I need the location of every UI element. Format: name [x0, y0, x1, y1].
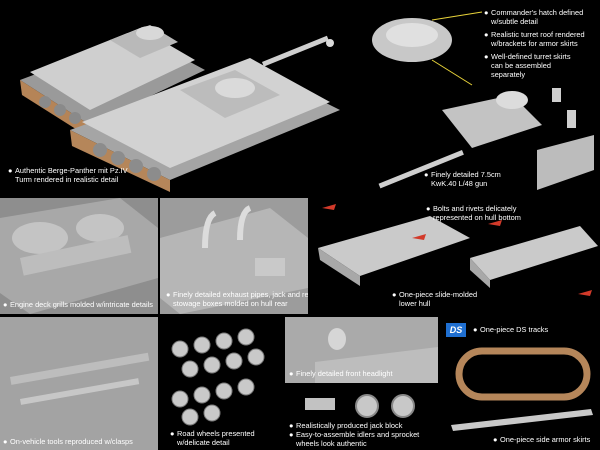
caption-road-wheels: ●Road wheels presented w/delicate detail — [170, 429, 255, 447]
turret-illustration — [372, 11, 594, 190]
side-skirt — [451, 409, 593, 431]
caption-line: Turm rendered in realistic detail — [15, 175, 119, 184]
lower-hull-illustration — [318, 204, 598, 296]
ds-tracks-illustration — [451, 347, 593, 431]
headlight-illustration — [315, 328, 438, 383]
caption-side-skirts: ●One-piece side armor skirts — [493, 435, 591, 444]
callout-bolts: ●Bolts and rivets delicately represented… — [426, 204, 521, 222]
track-loop — [455, 347, 591, 401]
panel-headlight: ●Finely detailed front headlight — [285, 317, 438, 383]
caption-gun: ●Finely detailed 7.5cm KwK.40 L/48 gun — [424, 170, 501, 188]
gun-barrel — [378, 149, 464, 189]
rear-tank — [20, 25, 205, 138]
caption-headlight: ●Finely detailed front headlight — [289, 369, 393, 378]
berge-panther-illustration — [20, 25, 340, 192]
caption-lower-hull: ●One-piece slide-molded lower hull — [392, 290, 478, 308]
panel-jack-idlers: ●Realistically produced jack block ●Easy… — [285, 386, 438, 450]
ds-logo: DS — [446, 323, 466, 337]
turret-skirt — [537, 135, 594, 190]
caption-ds-tracks: ●One-piece DS tracks — [473, 325, 549, 334]
caption-jack-idlers: ●Realistically produced jack block ●Easy… — [289, 421, 420, 448]
caption-berge-panther: ●Authentic Berge-Panther mit Pz.IV Turm … — [8, 166, 128, 184]
panel-ds-tracks: DS ●One-piece DS tracks ●One-piece side … — [441, 317, 600, 450]
panel-lower-hull: ●Bolts and rivets delicately represented… — [310, 198, 600, 314]
exhaust-illustration — [160, 205, 308, 314]
caption-line: Authentic Berge-Panther mit Pz.IV — [15, 166, 128, 175]
caption-engine-deck: ●Engine deck grills molded w/intricate d… — [3, 300, 153, 309]
jack-idlers-illustration — [305, 394, 415, 418]
panel-engine-deck: ●Engine deck grills molded w/intricate d… — [0, 198, 158, 314]
panel-road-wheels: ●Road wheels presented w/delicate detail — [160, 317, 282, 450]
callout-turret-roof: ●Realistic turret roof rendered w/bracke… — [484, 30, 585, 48]
engine-deck-illustration — [0, 198, 158, 314]
panel-turret: ●Commander's hatch defined w/subtle deta… — [362, 0, 600, 195]
caption-tools: ●On-vehicle tools reproduced w/clasps — [3, 437, 133, 446]
panel-tools: ●On-vehicle tools reproduced w/clasps — [0, 317, 158, 450]
panel-exhaust: ●Finely detailed exhaust pipes, jack and… — [160, 198, 308, 314]
panel-berge-panther: ●Authentic Berge-Panther mit Pz.IV Turm … — [0, 0, 360, 195]
callout-hatch: ●Commander's hatch defined w/subtle deta… — [484, 8, 584, 26]
front-tank — [70, 35, 340, 192]
callout-turret-skirts: ●Well-defined turret skirts can be assem… — [484, 52, 571, 79]
tools-illustration — [0, 317, 158, 450]
road-wheels-illustration — [171, 328, 265, 426]
caption-exhaust: ●Finely detailed exhaust pipes, jack and… — [166, 290, 308, 308]
